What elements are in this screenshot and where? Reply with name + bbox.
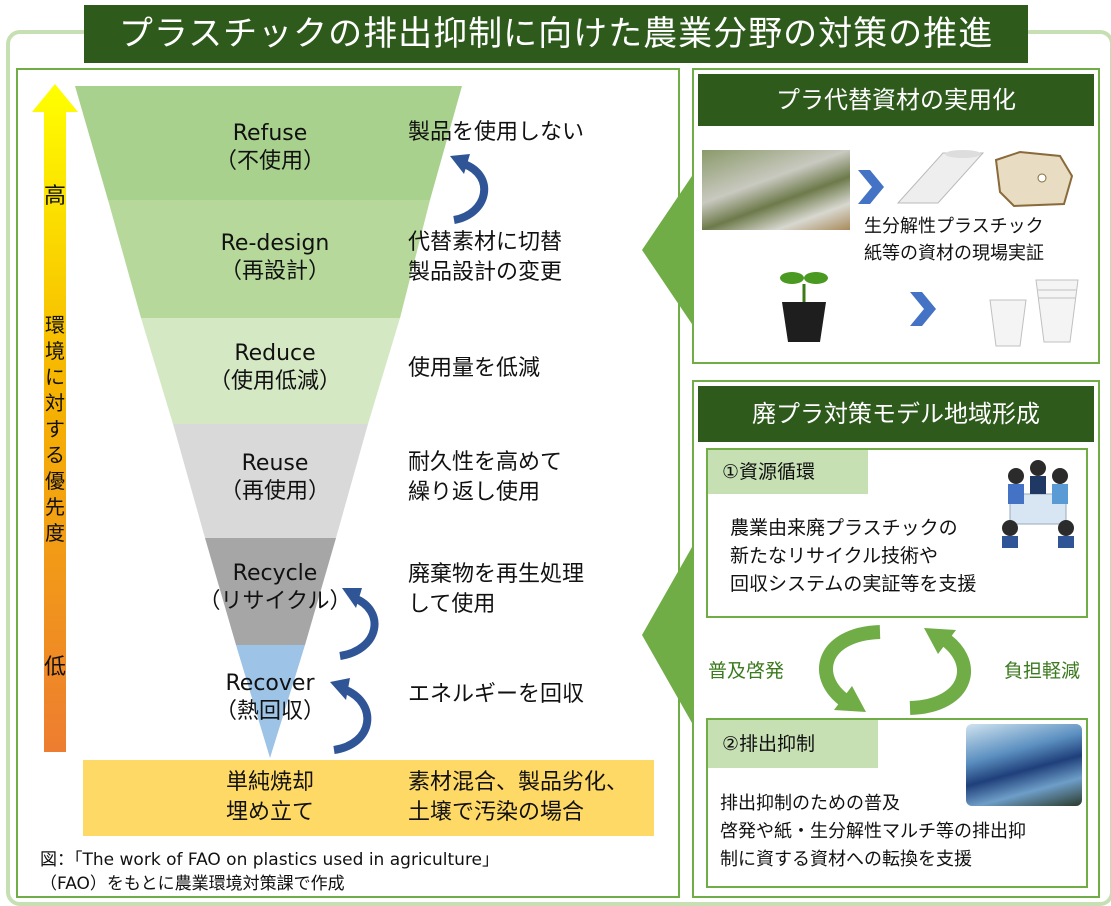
incineration-band bbox=[83, 760, 654, 836]
cycle-left-label: 普及啓発 bbox=[708, 660, 785, 682]
bottom-line: 土壌で汚染の場合 bbox=[408, 800, 585, 825]
priority-low-label: 低 bbox=[43, 655, 66, 680]
tier-refuse-band bbox=[75, 86, 462, 200]
priority-char: 先 bbox=[45, 495, 65, 519]
tier-reduce-desc: 使用量を低減 bbox=[408, 354, 540, 384]
priority-char: に bbox=[45, 365, 65, 389]
page-title: プラスチックの排出抑制に向けた農業分野の対策の推進 bbox=[84, 5, 1028, 63]
box1-text: 農業由来廃プラスチックの 新たなリサイクル技術や 回収システムの実証等を支援 bbox=[730, 514, 976, 598]
panel1-line: 生分解性プラスチック bbox=[864, 216, 1044, 237]
priority-char: す bbox=[45, 417, 65, 441]
tier-redesign-label: Re-design （再設計） bbox=[175, 230, 375, 286]
field-mulch-photo bbox=[966, 724, 1082, 806]
desc-line: して使用 bbox=[408, 592, 496, 617]
priority-arrow bbox=[32, 84, 78, 752]
desc-line: 代替素材に切替 bbox=[408, 230, 563, 255]
tier-ja: （再設計） bbox=[219, 259, 330, 284]
priority-char: 優 bbox=[45, 469, 65, 493]
box2-label: ②排出抑制 bbox=[708, 720, 878, 768]
tier-ja: （使用低減） bbox=[208, 369, 341, 394]
cycle-arrows-icon bbox=[819, 625, 971, 715]
panel1-text: 生分解性プラスチック 紙等の資材の現場実証 bbox=[864, 213, 1044, 267]
tier-recover-band bbox=[236, 645, 305, 758]
tier-reduce-band bbox=[141, 318, 400, 424]
tier-reuse-desc: 耐久性を高めて 繰り返し使用 bbox=[408, 448, 562, 508]
caption-line: （FAO）をもとに農業環境対策課で作成 bbox=[40, 874, 345, 894]
tier-recover-desc: エネルギーを回収 bbox=[408, 680, 584, 710]
tier-reduce-label: Reduce （使用低減） bbox=[175, 340, 375, 396]
tier-refuse-desc: 製品を使用しない bbox=[408, 118, 584, 148]
cycle-right-label: 負担軽減 bbox=[1004, 660, 1081, 682]
desc-line: 繰り返し使用 bbox=[408, 480, 541, 505]
desc-line: 廃棄物を再生処理 bbox=[408, 562, 585, 587]
paper-cups-icon bbox=[989, 279, 1079, 347]
box2-text: 排出抑制のための普及 啓発や紙・生分解性マルチ等の排出抑 制に資する資材への転換… bbox=[720, 790, 1026, 874]
panel1-line: 紙等の資材の現場実証 bbox=[864, 243, 1044, 264]
priority-char: 度 bbox=[45, 521, 65, 545]
box2-line: 排出抑制のための普及 bbox=[720, 793, 900, 814]
bottom-line: 単純焼却 bbox=[226, 770, 315, 795]
desc-line: 耐久性を高めて bbox=[408, 450, 563, 475]
curved-arrow-icon bbox=[330, 678, 372, 754]
paper-sheet-icon bbox=[994, 150, 1074, 208]
bottom-line: 素材混合、製品劣化、 bbox=[408, 770, 629, 795]
connector-arrows bbox=[642, 170, 696, 730]
tier-reuse-label: Reuse （再使用） bbox=[175, 450, 375, 506]
priority-char: る bbox=[45, 443, 65, 467]
box2-line: 制に資する資材への転換を支援 bbox=[720, 849, 972, 870]
film-roll-icon bbox=[896, 150, 985, 204]
tier-recover-label: Recover （熱回収） bbox=[170, 670, 370, 726]
waste-hierarchy-triangle bbox=[75, 86, 462, 758]
priority-vertical-label: 環 境 に 対 す る 優 先 度 bbox=[40, 312, 70, 546]
box1-line: 回収システムの実証等を支援 bbox=[730, 573, 977, 595]
panel2-header: 廃プラ対策モデル地域形成 bbox=[698, 386, 1094, 442]
tier-redesign-band bbox=[108, 200, 430, 318]
priority-char: 環 bbox=[45, 313, 65, 337]
panel1-header: プラ代替資材の実用化 bbox=[698, 74, 1094, 126]
bottom-line: 埋め立て bbox=[226, 800, 315, 825]
priority-high-label: 高 bbox=[43, 184, 66, 209]
tier-ja: （不使用） bbox=[214, 149, 325, 174]
tier-recycle-label: Recycle （リサイクル） bbox=[175, 560, 375, 616]
tier-ja: （熱回収） bbox=[214, 699, 325, 724]
chevron-right-icon bbox=[910, 292, 936, 326]
box1-line: 新たなリサイクル技術や bbox=[730, 545, 939, 567]
desc-line: 使用量を低減 bbox=[408, 356, 541, 381]
curved-arrow-icon bbox=[450, 154, 489, 224]
box1-line: 農業由来廃プラスチックの bbox=[730, 517, 958, 539]
desc-line: 製品設計の変更 bbox=[408, 260, 563, 285]
chevron-right-icon bbox=[858, 170, 884, 204]
seedling-pot-icon bbox=[780, 272, 828, 342]
incineration-condition: 素材混合、製品劣化、 土壌で汚染の場合 bbox=[408, 768, 628, 828]
figure-caption: 図：「The work of FAO on plastics used in a… bbox=[40, 848, 499, 896]
tier-en: Recover bbox=[225, 671, 315, 696]
tier-refuse-label: Refuse （不使用） bbox=[170, 120, 370, 176]
incineration-label: 単純焼却 埋め立て bbox=[226, 768, 314, 828]
meeting-people-icon bbox=[1002, 460, 1074, 548]
tier-en: Recycle bbox=[232, 561, 318, 586]
tier-en: Refuse bbox=[232, 121, 308, 146]
box2-line: 啓発や紙・生分解性マルチ等の排出抑 bbox=[720, 821, 1026, 842]
tier-en: Reduce bbox=[234, 341, 316, 366]
tier-en: Reuse bbox=[241, 451, 309, 476]
desc-line: エネルギーを回収 bbox=[408, 682, 585, 707]
mulch-field-photo bbox=[702, 150, 850, 230]
priority-char: 境 bbox=[45, 339, 65, 363]
desc-line: 製品を使用しない bbox=[408, 120, 585, 145]
tier-en: Re-design bbox=[220, 231, 330, 256]
box1-label: ①資源循環 bbox=[708, 450, 868, 494]
alternative-materials-panel: プラ代替資材の実用化 bbox=[692, 68, 1100, 364]
priority-char: 対 bbox=[45, 391, 65, 415]
caption-line: 図：「The work of FAO on plastics used in a… bbox=[40, 850, 500, 870]
curved-arrow-icon bbox=[339, 588, 379, 660]
tier-ja: （再使用） bbox=[219, 479, 330, 504]
tier-reuse-band bbox=[173, 424, 368, 538]
tier-redesign-desc: 代替素材に切替 製品設計の変更 bbox=[408, 228, 562, 288]
tier-ja: （リサイクル） bbox=[198, 589, 352, 614]
tier-recycle-band bbox=[205, 538, 336, 645]
tier-recycle-desc: 廃棄物を再生処理 して使用 bbox=[408, 560, 584, 620]
